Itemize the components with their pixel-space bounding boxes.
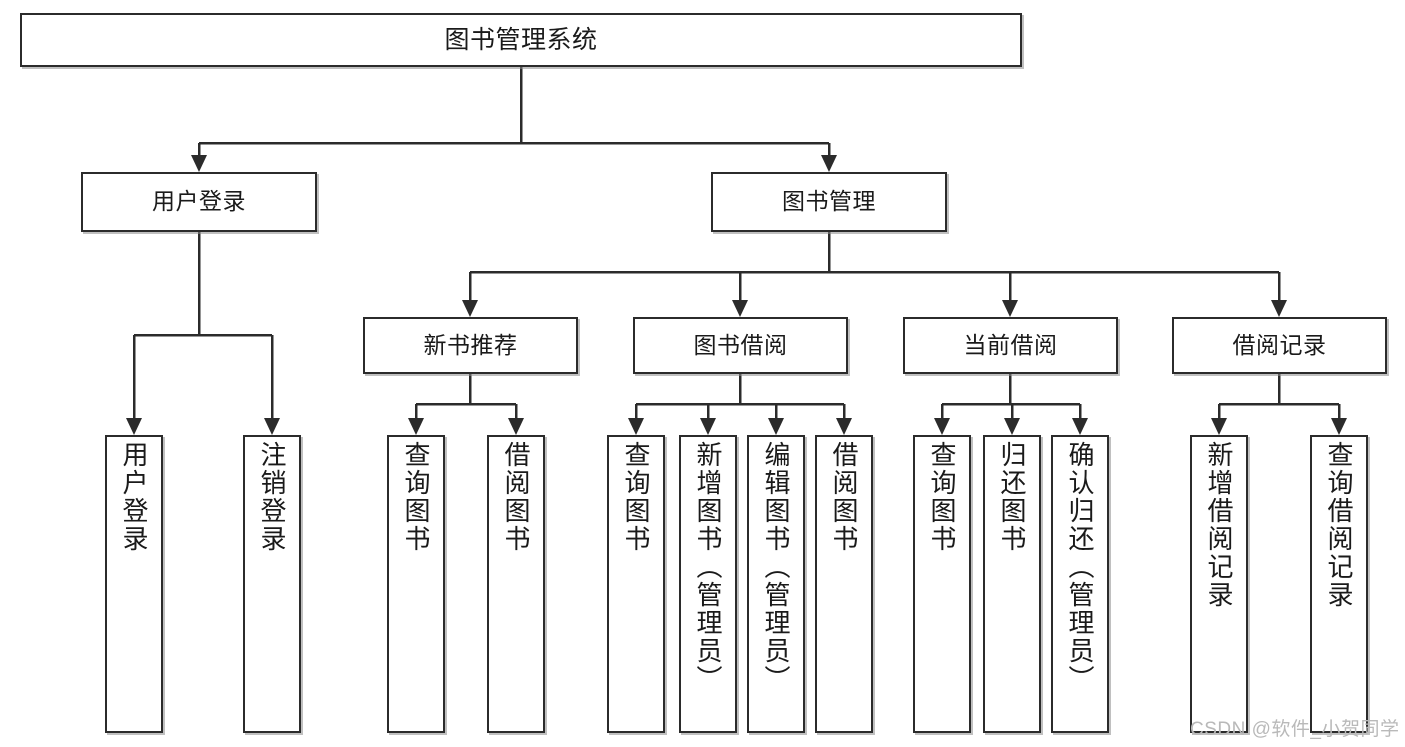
node-user-login[interactable]: 用户登录 (81, 172, 317, 232)
conn-borrow-split-arrow-0-head (628, 418, 644, 435)
node-leaf-query-book-1[interactable]: 查询图书 (387, 435, 445, 733)
node-label: 查询图书 (927, 441, 957, 553)
node-label: 当前借阅 (963, 331, 1058, 358)
conn-book-mgmt-split-arrow-0-head (462, 300, 478, 317)
connector-group (126, 67, 1347, 435)
node-leaf-edit-book[interactable]: 编辑图书（管理员） (747, 435, 805, 733)
node-leaf-user-login[interactable]: 用户登录 (105, 435, 163, 733)
node-current-borrow[interactable]: 当前借阅 (903, 317, 1118, 374)
conn-record-split-arrow-1-head (1331, 418, 1347, 435)
node-label: 借阅图书 (829, 441, 859, 553)
node-label: 图书管理 (782, 188, 876, 215)
node-label: 图书借阅 (693, 331, 788, 358)
conn-borrow-split-arrow-1-head (700, 418, 716, 435)
node-label: 新书推荐 (423, 331, 518, 358)
node-leaf-logout[interactable]: 注销登录 (243, 435, 301, 733)
conn-borrow-split-arrow-3-head (836, 418, 852, 435)
conn-user-login-split-arrow-1-head (264, 418, 280, 435)
conn-borrow-split-arrow-2-head (768, 418, 784, 435)
conn-book-mgmt-split-arrow-1-head (732, 300, 748, 317)
node-new-book-recommend[interactable]: 新书推荐 (363, 317, 578, 374)
conn-root-split-arrow-1-head (821, 155, 837, 172)
node-leaf-query-book-3[interactable]: 查询图书 (913, 435, 971, 733)
conn-user-login-split-arrow-0-head (126, 418, 142, 435)
node-label: 用户登录 (119, 441, 149, 553)
node-label: 借阅记录 (1232, 331, 1327, 358)
conn-book-mgmt-split-arrow-2-head (1002, 300, 1018, 317)
node-leaf-borrow-book-2[interactable]: 借阅图书 (815, 435, 873, 733)
node-leaf-add-book[interactable]: 新增图书（管理员） (679, 435, 737, 733)
node-label: 新增借阅记录 (1204, 441, 1234, 609)
conn-current-split-arrow-0-head (934, 418, 950, 435)
node-borrow-record[interactable]: 借阅记录 (1172, 317, 1387, 374)
node-label: 编辑图书（管理员） (761, 441, 791, 693)
node-leaf-query-record[interactable]: 查询借阅记录 (1310, 435, 1368, 733)
node-book-borrow[interactable]: 图书借阅 (633, 317, 848, 374)
node-leaf-query-book-2[interactable]: 查询图书 (607, 435, 665, 733)
node-book-management[interactable]: 图书管理 (711, 172, 947, 232)
conn-record-split-arrow-0-head (1211, 418, 1227, 435)
conn-book-mgmt-split-arrow-3-head (1271, 300, 1287, 317)
conn-root-split-arrow-0-head (191, 155, 207, 172)
conn-current-split-arrow-1-head (1004, 418, 1020, 435)
node-leaf-return-book[interactable]: 归还图书 (983, 435, 1041, 733)
conn-current-split-arrow-2-head (1072, 418, 1088, 435)
node-label: 新增图书（管理员） (693, 441, 723, 693)
node-label: 用户登录 (152, 188, 246, 215)
csdn-watermark: CSDN @软件_小贺同学 (1190, 719, 1400, 740)
conn-recommend-split-arrow-1-head (508, 418, 524, 435)
node-label: 查询图书 (621, 441, 651, 553)
node-label: 归还图书 (997, 441, 1027, 553)
node-label: 借阅图书 (501, 441, 531, 553)
node-label: 图书管理系统 (444, 26, 598, 54)
node-leaf-confirm-return[interactable]: 确认归还（管理员） (1051, 435, 1109, 733)
node-leaf-borrow-book-1[interactable]: 借阅图书 (487, 435, 545, 733)
node-root[interactable]: 图书管理系统 (20, 13, 1022, 67)
node-label: 查询图书 (401, 441, 431, 553)
node-leaf-add-record[interactable]: 新增借阅记录 (1190, 435, 1248, 733)
conn-recommend-split-arrow-0-head (408, 418, 424, 435)
node-label: 查询借阅记录 (1324, 441, 1354, 609)
node-label: 注销登录 (257, 441, 287, 553)
node-label: 确认归还（管理员） (1065, 441, 1095, 693)
